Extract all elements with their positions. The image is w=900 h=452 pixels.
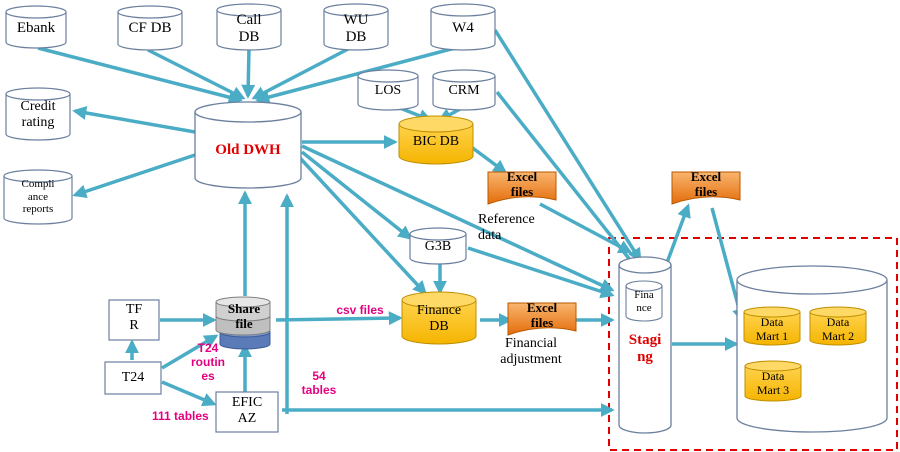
los-cylinder xyxy=(357,69,419,111)
old-dwh-cylinder xyxy=(194,101,302,189)
data-mart-2-cylinder xyxy=(809,306,867,346)
bic-db-cylinder xyxy=(398,115,474,165)
data-mart-2-label: Data Mart 2 xyxy=(821,315,855,343)
call-db-label: Call DB xyxy=(236,12,262,46)
excel-files-2-label: Excel files xyxy=(526,300,558,330)
g3b-cylinder xyxy=(409,227,467,265)
staging-finance-cylinder xyxy=(625,280,663,322)
bic-db-label: BIC DB xyxy=(412,134,460,149)
finance-db-label: Finance DB xyxy=(416,303,462,335)
finance-db-cylinder xyxy=(401,291,477,345)
w4-label: W4 xyxy=(452,20,474,36)
tables-54-label: 54 tables xyxy=(301,369,337,397)
ebank-label: Ebank xyxy=(16,20,56,36)
los-label: LOS xyxy=(374,83,402,98)
excel-files-1-label: Excel files xyxy=(506,169,538,199)
compliance-reports-cylinder xyxy=(3,169,73,225)
reference-data-label: Reference data xyxy=(478,212,535,244)
excel-files-1-shape xyxy=(487,171,557,205)
w4-cylinder xyxy=(430,3,496,51)
compliance-reports-label: Compli ance reports xyxy=(21,178,55,216)
wu-db-cylinder xyxy=(323,3,389,51)
ebank-cylinder xyxy=(5,5,67,49)
cf-db-cylinder xyxy=(117,5,183,51)
efic-az-label: EFIC AZ xyxy=(231,395,263,427)
tables-111-label: 111 tables xyxy=(152,409,209,423)
new-dwh-cylinder xyxy=(736,265,888,433)
cf-db-label: CF DB xyxy=(128,20,172,36)
data-mart-3-cylinder xyxy=(744,360,802,402)
t24-box xyxy=(104,361,162,395)
csv-files-label: csv files xyxy=(336,303,384,317)
credit-rating-cylinder xyxy=(5,87,71,141)
share-file-label: Share file xyxy=(227,301,261,331)
crm-label: CRM xyxy=(448,83,480,98)
t24-label: T24 xyxy=(121,370,145,385)
g3b-label: G3B xyxy=(424,239,452,254)
tfr-box xyxy=(108,299,160,341)
connector-arrows xyxy=(37,29,746,417)
call-db-cylinder xyxy=(216,3,282,51)
credit-rating-label: Credit rating xyxy=(20,99,56,131)
data-mart-1-cylinder xyxy=(743,306,801,346)
excel-files-2-shape xyxy=(507,302,577,336)
excel-files-3-shape xyxy=(671,171,741,205)
old-dwh-label: Old DWH xyxy=(215,142,281,158)
staging-label: Stagi ng xyxy=(628,332,662,366)
share-file-icon xyxy=(215,296,271,350)
tfr-label: TF R xyxy=(125,302,143,334)
staging-finance-label: Fina nce xyxy=(634,289,654,314)
crm-cylinder xyxy=(432,69,496,111)
new-architecture-region xyxy=(608,237,898,451)
financial-adjustment-label: Financial adjustment xyxy=(500,336,562,368)
data-mart-1-label: Data Mart 1 xyxy=(755,315,789,343)
t24-routines-label: T24 routin es xyxy=(191,341,225,383)
data-mart-3-label: Data Mart 3 xyxy=(756,369,790,397)
efic-az-box xyxy=(215,391,279,433)
etl-label: ETL xyxy=(693,325,717,339)
excel-files-3-label: Excel files xyxy=(690,169,722,199)
wu-db-label: WU DB xyxy=(343,12,369,46)
